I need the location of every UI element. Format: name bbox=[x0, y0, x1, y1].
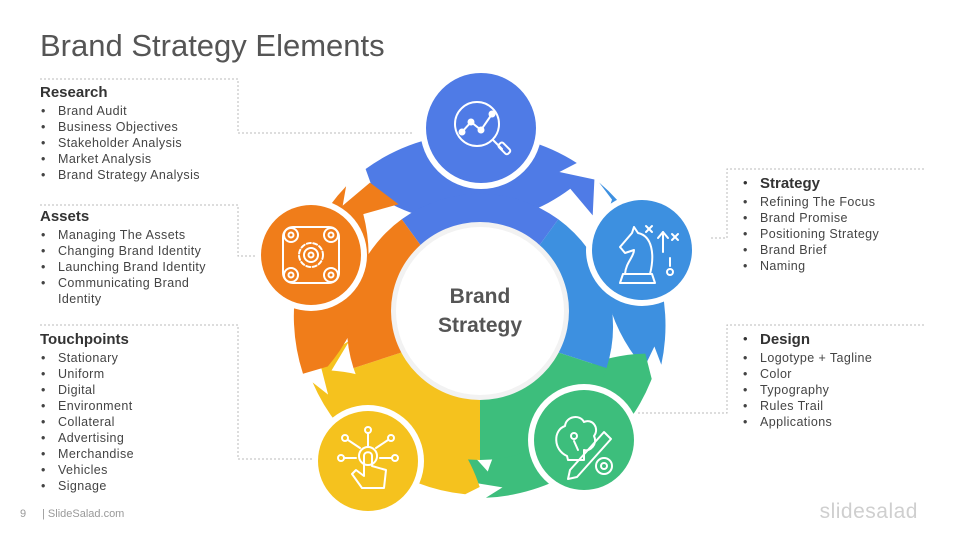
research-list: Brand Audit Business Objectives Stakehol… bbox=[40, 103, 240, 183]
center-label-line2: Strategy bbox=[437, 314, 523, 337]
list-item: Changing Brand Identity bbox=[40, 243, 215, 259]
list-item: Positioning Strategy bbox=[742, 226, 942, 242]
design-block: Design Logotype + Tagline Color Typograp… bbox=[742, 331, 942, 430]
badge-strategy[interactable] bbox=[586, 194, 698, 306]
slide-title: Brand Strategy Elements bbox=[40, 28, 385, 63]
list-item: Brand Audit bbox=[40, 103, 240, 119]
list-item: Market Analysis bbox=[40, 151, 240, 167]
list-item: Merchandise bbox=[40, 446, 240, 462]
touch-network-icon bbox=[337, 426, 399, 489]
touchpoints-block: Touchpoints Stationary Uniform Digital E… bbox=[40, 331, 240, 494]
strategy-block: Strategy Refining The Focus Brand Promis… bbox=[742, 175, 942, 274]
list-item: Launching Brand Identity bbox=[40, 259, 215, 275]
list-item: Communicating Brand Identity bbox=[40, 275, 215, 307]
badge-design[interactable] bbox=[528, 384, 640, 496]
footer-site-link[interactable]: | SlideSalad.com bbox=[42, 508, 125, 520]
list-item: Advertising bbox=[40, 430, 240, 446]
gear-network-icon bbox=[282, 226, 340, 284]
list-item: Managing The Assets bbox=[40, 227, 215, 243]
list-item: Applications bbox=[742, 414, 942, 430]
analytics-magnifier-icon bbox=[454, 101, 512, 156]
list-item: Stationary bbox=[40, 350, 240, 366]
badge-research[interactable] bbox=[420, 67, 542, 189]
design-heading: Design bbox=[742, 331, 942, 348]
connector-assets bbox=[40, 204, 255, 257]
list-item: Refining The Focus bbox=[742, 194, 942, 210]
connector-design bbox=[638, 324, 924, 414]
list-item: Digital bbox=[40, 382, 240, 398]
design-list: Logotype + Tagline Color Typography Rule… bbox=[742, 350, 942, 430]
assets-block: Assets Managing The Assets Changing Bran… bbox=[40, 208, 215, 307]
center-circle bbox=[396, 227, 564, 395]
list-item: Logotype + Tagline bbox=[742, 350, 942, 366]
touchpoints-heading: Touchpoints bbox=[40, 331, 129, 348]
list-item: Business Objectives bbox=[40, 119, 240, 135]
creative-design-icon bbox=[555, 416, 613, 480]
slidesalad-logo: slidesalad bbox=[819, 500, 918, 523]
list-item: Brand Strategy Analysis bbox=[40, 167, 240, 183]
list-item: Signage bbox=[40, 478, 240, 494]
strategy-heading: Strategy bbox=[742, 175, 942, 192]
chess-knight-icon bbox=[619, 225, 679, 284]
badge-assets[interactable] bbox=[255, 199, 367, 311]
center-label-line1: Brand bbox=[449, 285, 511, 308]
research-block: Research Brand Audit Business Objectives… bbox=[40, 84, 240, 183]
page-number: 9 bbox=[20, 508, 27, 520]
list-item: Color bbox=[742, 366, 942, 382]
list-item: Brand Brief bbox=[742, 242, 942, 258]
research-heading: Research bbox=[40, 84, 108, 101]
assets-list: Managing The Assets Changing Brand Ident… bbox=[40, 227, 215, 307]
list-item: Rules Trail bbox=[742, 398, 942, 414]
list-item: Uniform bbox=[40, 366, 240, 382]
list-item: Brand Promise bbox=[742, 210, 942, 226]
touchpoints-list: Stationary Uniform Digital Environment C… bbox=[40, 350, 240, 494]
list-item: Naming bbox=[742, 258, 942, 274]
strategy-list: Refining The Focus Brand Promise Positio… bbox=[742, 194, 942, 274]
assets-heading: Assets bbox=[40, 208, 90, 225]
list-item: Environment bbox=[40, 398, 240, 414]
list-item: Typography bbox=[742, 382, 942, 398]
list-item: Vehicles bbox=[40, 462, 240, 478]
list-item: Collateral bbox=[40, 414, 240, 430]
badge-touchpoints[interactable] bbox=[312, 405, 424, 517]
center-label: Brand Strategy bbox=[400, 282, 560, 340]
list-item: Stakeholder Analysis bbox=[40, 135, 240, 151]
